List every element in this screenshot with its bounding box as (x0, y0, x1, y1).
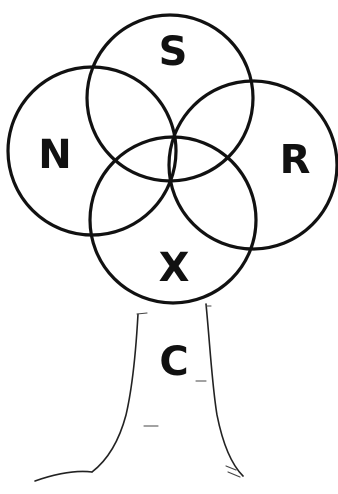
trunk-root-left (35, 471, 92, 481)
trunk-bark-mark-top-left (137, 313, 147, 314)
trunk-root-right-mark-1 (226, 466, 236, 470)
label-top-circle: S (159, 29, 188, 75)
trunk-left-edge (92, 314, 138, 472)
label-right-circle: R (280, 137, 311, 183)
label-left-circle: N (38, 132, 71, 178)
label-trunk: C (159, 339, 188, 385)
label-bottom-circle: X (159, 245, 190, 291)
trunk-root-right-mark-2 (228, 472, 240, 477)
trunk-right-edge (206, 304, 243, 476)
trunk (35, 304, 243, 481)
